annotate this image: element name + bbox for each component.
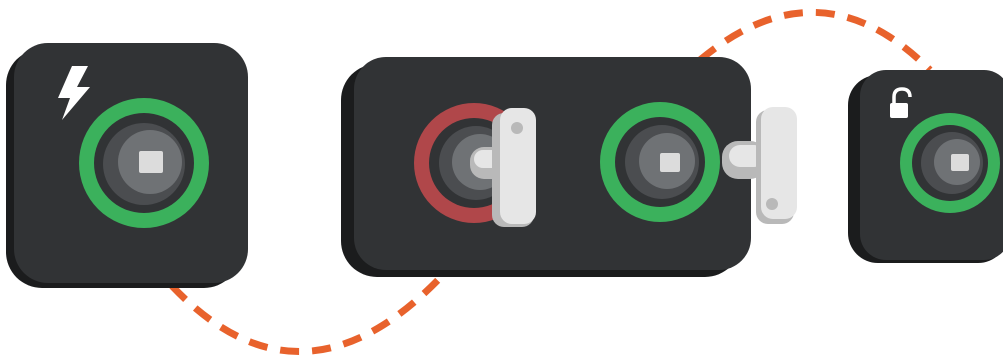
key-slot [139,151,163,173]
connector-bottom [172,280,438,352]
key-hole [511,122,523,134]
key-slot [951,154,969,171]
unlocked-lock [900,113,1000,213]
unlocked-module [848,70,1003,263]
power-module [6,43,248,288]
dual-key-module [341,57,751,277]
key-lock-right [600,102,720,222]
key-slot [660,153,680,172]
key-hole [766,198,778,210]
power-lock [79,98,209,228]
